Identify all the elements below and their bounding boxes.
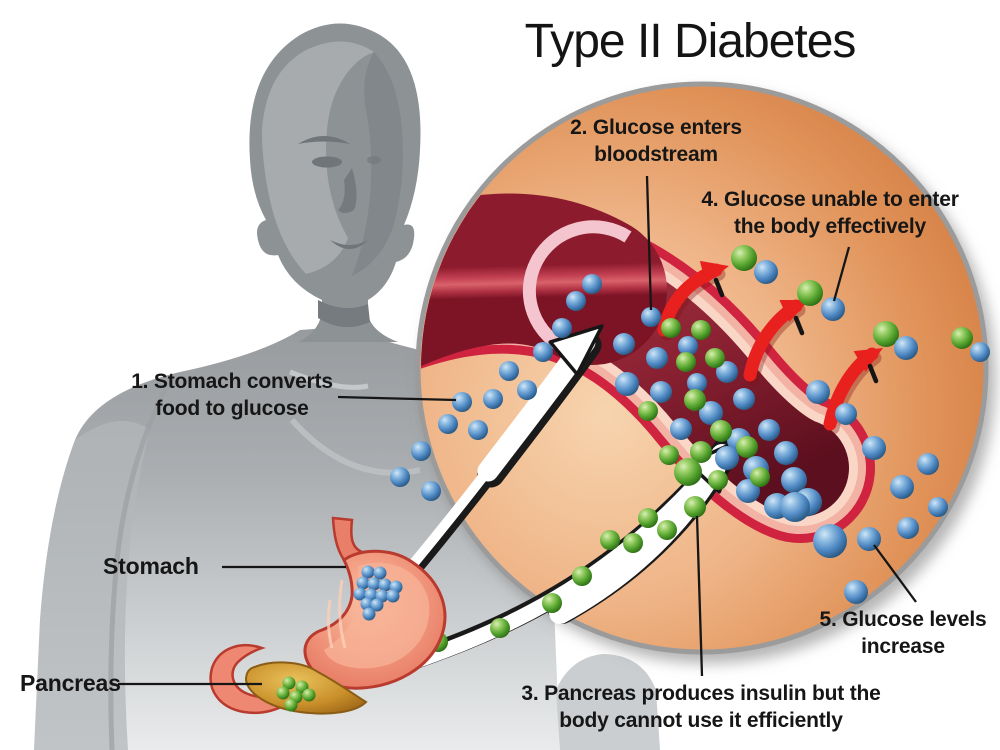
insulin-in-pancreas: [276, 676, 316, 712]
vessel-cut-edge: [522, 220, 632, 357]
left-arm-shade: [34, 421, 150, 750]
neck-shadow: [318, 300, 370, 328]
pancreas-label: Pancreas: [20, 670, 121, 696]
eyebrow-shape: [298, 136, 350, 144]
mouth-shadow: [330, 240, 368, 249]
step3-label: 3. Pancreas produces insulin but the bod…: [521, 682, 881, 733]
step1-label: 1. Stomach converts food to glucose: [131, 370, 333, 421]
leader-line-step1: [337, 395, 457, 402]
leader-line-step2: [645, 175, 653, 311]
stomach-organ: [303, 516, 447, 690]
right-arm-shape: [556, 654, 660, 750]
vessel-intact-tube: [421, 193, 667, 375]
glucose-in-stomach: [353, 565, 403, 621]
leader-lines: [118, 175, 917, 686]
leader-line-step3: [695, 515, 704, 677]
face-shadow: [352, 52, 403, 276]
insulin-along-arrow: [366, 458, 728, 666]
white-arrow-stomach: [388, 324, 604, 599]
pancreas-organ: [244, 661, 368, 715]
stomach-highlight: [324, 562, 430, 669]
step4-label: 4. Glucose unable to enter the body effe…: [701, 188, 959, 239]
diagram-title: Type II Diabetes: [524, 15, 857, 68]
red-arrow-3: [823, 347, 883, 435]
leader-line-step4: [832, 246, 851, 302]
eye-shape: [312, 156, 342, 168]
step5-label: 5. Glucose levels increase: [819, 608, 987, 659]
eye-right-shape: [367, 156, 381, 164]
stomach-label: Stomach: [103, 553, 199, 579]
blocked-red-arrows: [657, 260, 883, 435]
arm-crease: [108, 378, 173, 750]
leader-line-step5: [873, 544, 917, 603]
nose-shadow: [338, 168, 357, 213]
red-arrow-2: [743, 299, 809, 386]
glucose-outside-vessel: [780, 380, 948, 604]
insulin-in-vessel: [638, 318, 770, 487]
clavicle-line: [289, 369, 369, 390]
glucose-insulin-pairs: [731, 245, 990, 362]
step2-label: 2. Glucose enters bloodstream: [570, 116, 742, 167]
glucose-along-arrow: [390, 274, 602, 501]
stomach-rugae: [326, 579, 347, 649]
